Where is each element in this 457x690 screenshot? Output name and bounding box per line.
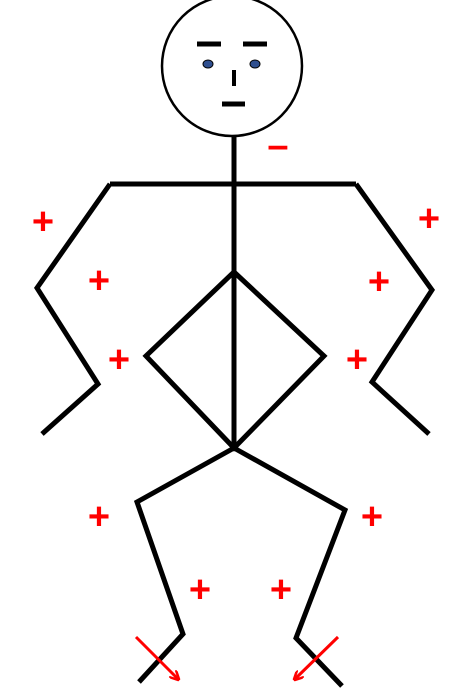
head-outline — [162, 0, 302, 136]
right-shoulder-plus-sign: + — [418, 198, 440, 240]
left-shoulder-plus-sign: + — [32, 201, 54, 243]
left-leg — [137, 448, 234, 682]
right-leg — [234, 448, 345, 686]
right-upper-arm-plus-sign: + — [368, 261, 390, 303]
right-shin-plus-sign: + — [270, 569, 292, 611]
head — [162, 0, 302, 136]
neck-minus-sign: – — [267, 125, 288, 167]
force-arrows — [136, 637, 338, 679]
right-lower-arm-plus-sign: + — [346, 339, 368, 381]
legs — [137, 448, 345, 686]
left-upper-arm-plus-sign: + — [88, 260, 110, 302]
right-thigh-plus-sign: + — [361, 496, 383, 538]
left-eye — [203, 60, 213, 68]
right-eye — [250, 60, 260, 68]
left-thigh-plus-sign: + — [88, 496, 110, 538]
body — [110, 136, 356, 448]
left-lower-arm-plus-sign: + — [108, 339, 130, 381]
left-shin-plus-sign: + — [189, 569, 211, 611]
